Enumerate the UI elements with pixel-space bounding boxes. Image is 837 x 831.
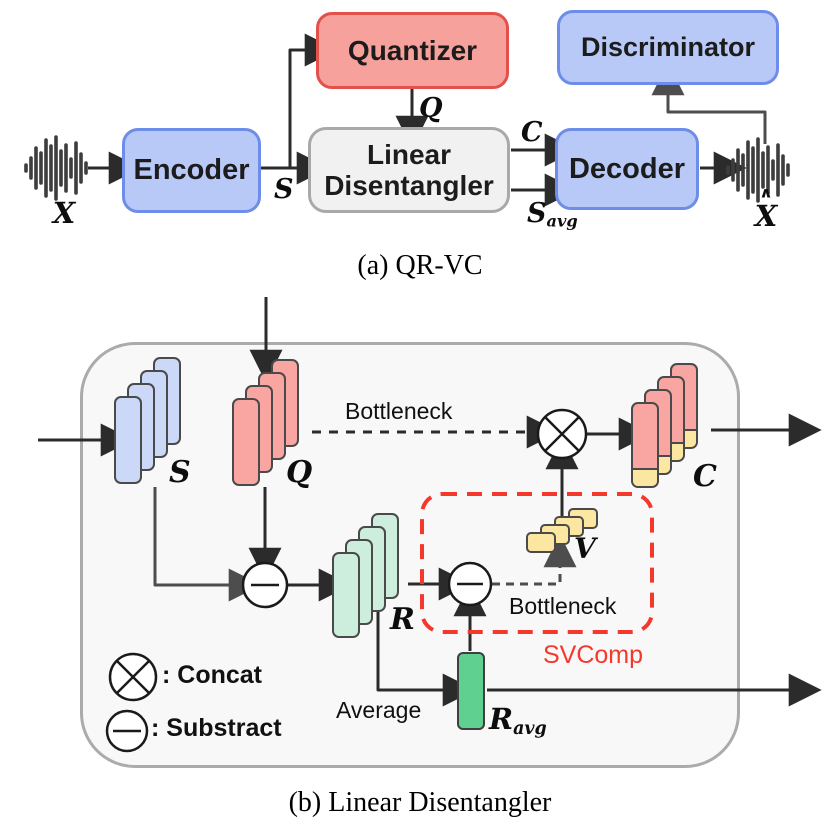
encoder-label: Encoder: [133, 154, 250, 186]
v-stack-label: V: [574, 532, 596, 565]
discriminator-label: Discriminator: [580, 32, 756, 62]
legend-concat-text: : Concat: [162, 661, 262, 689]
quantizer-output-label: Q: [419, 93, 443, 124]
decoder-block: Decoder: [555, 128, 699, 210]
encoder-block: Encoder: [122, 128, 261, 213]
caption-panel-b: (b) Linear Disentangler: [288, 787, 552, 818]
legend-subtract-text: : Substract: [151, 714, 282, 742]
waveform-icon: [24, 135, 88, 201]
panel-b-wires: [38, 297, 822, 707]
subtract-circle-minus-icon: [241, 561, 289, 609]
caption-panel-a: (a) QR-VC: [357, 250, 483, 281]
discriminator-block: Discriminator: [557, 10, 779, 85]
quantizer-label: Quantizer: [347, 34, 478, 66]
r-avg-vector: [457, 652, 485, 730]
content-output-label: C: [521, 117, 543, 148]
s-stack-label: S: [169, 455, 191, 490]
bottleneck-label-inner: Bottleneck: [509, 593, 617, 619]
c-stack-label: C: [693, 459, 717, 494]
output-signal-label: ∧X: [746, 184, 786, 233]
linear-disentangler-label-line2: Disentangler: [324, 170, 494, 201]
speaker-avg-output-label: Savg: [527, 198, 578, 231]
concat-circle-times-icon: [536, 408, 588, 460]
linear-disentangler-block: Linear Disentangler: [308, 127, 510, 213]
average-label: Average: [336, 697, 422, 723]
subtract-circle-minus-icon: [447, 561, 493, 607]
input-signal-label: X: [52, 196, 76, 230]
encoder-output-label: S: [274, 174, 294, 205]
panel-a-wires: [88, 33, 767, 207]
linear-disentangler-panel-outline: [80, 342, 740, 768]
q-stack-label: Q: [286, 455, 313, 490]
hat-accent: ∧: [759, 184, 773, 202]
bottleneck-label-top: Bottleneck: [345, 398, 453, 424]
r-stack-label: R: [390, 602, 415, 637]
decoder-label: Decoder: [568, 152, 686, 185]
r-avg-label: Ravg: [489, 702, 547, 739]
svcomp-label: SVComp: [543, 641, 644, 669]
quantizer-block: Quantizer: [316, 12, 509, 89]
linear-disentangler-label-line1: Linear: [366, 138, 452, 170]
subtract-circle-minus-icon: [105, 709, 149, 753]
concat-circle-times-icon: [108, 652, 158, 702]
